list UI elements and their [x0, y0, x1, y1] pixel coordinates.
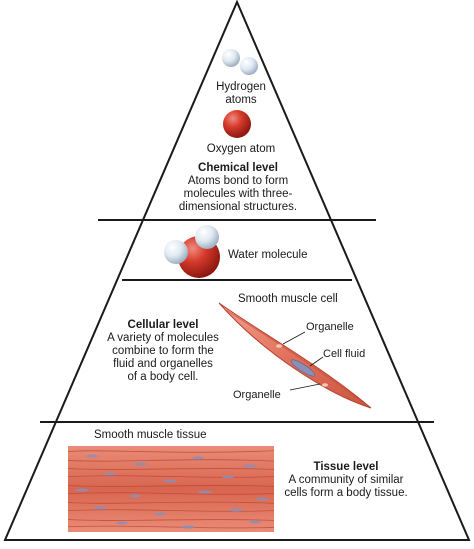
cell-fluid-label: Cell fluid: [323, 348, 365, 360]
tissue-desc-line2: cells form a body tissue.: [284, 487, 407, 499]
smooth-muscle-tissue-label: Smooth muscle tissue: [94, 429, 207, 441]
tissue-level: Smooth muscle tissue: [68, 429, 408, 532]
leader-line: [289, 383, 321, 391]
hydrogen-atom-icon: [222, 49, 240, 67]
cellular-desc-line4: of a body cell.: [128, 371, 199, 383]
cellular-level: Smooth muscle cell Cellular level A vari…: [107, 293, 372, 409]
hydrogen-label: Hydrogen: [216, 81, 266, 93]
organelle-icon: [322, 383, 328, 387]
water-molecule-label: Water molecule: [228, 249, 307, 261]
smooth-muscle-cell-label: Smooth muscle cell: [238, 293, 338, 305]
smooth-muscle-tissue-icon: [68, 446, 274, 532]
cell-membrane-line: [225, 309, 363, 403]
chemical-desc-line3: dimensional structures.: [179, 201, 297, 213]
leader-line: [282, 331, 306, 345]
chemical-desc-line1: Atoms bond to form: [188, 175, 288, 187]
smooth-muscle-cell-icon: [218, 302, 372, 409]
molecular-level: Water molecule: [164, 225, 307, 278]
organelle-label-top: Organelle: [306, 321, 354, 333]
leader-line: [309, 356, 324, 367]
cellular-desc-line2: combine to form the: [112, 345, 214, 357]
water-molecule-hydrogen-icon: [195, 225, 219, 249]
oxygen-atom-icon: [223, 110, 251, 138]
organelle-label-bottom: Organelle: [233, 389, 281, 401]
cellular-level-title: Cellular level: [128, 319, 199, 331]
hydrogen-label-line2: atoms: [225, 94, 257, 106]
chemical-desc-line2: molecules with three-: [184, 188, 293, 200]
oxygen-label: Oxygen atom: [207, 143, 275, 155]
cellular-desc-line1: A variety of molecules: [107, 332, 219, 344]
hydrogen-atom-icon: [240, 57, 258, 75]
pyramid-outline: [3, 0, 471, 541]
water-molecule-hydrogen-icon: [164, 240, 188, 264]
tissue-desc-line1: A community of similar: [288, 474, 403, 486]
chemical-level: Hydrogen atoms Oxygen atom Chemical leve…: [179, 49, 297, 213]
chemical-level-title: Chemical level: [198, 162, 278, 174]
nucleus-icon: [290, 359, 316, 377]
organelle-icon: [276, 344, 282, 348]
cellular-desc-line3: fluid and organelles: [113, 358, 213, 370]
tissue-level-title: Tissue level: [314, 461, 379, 473]
